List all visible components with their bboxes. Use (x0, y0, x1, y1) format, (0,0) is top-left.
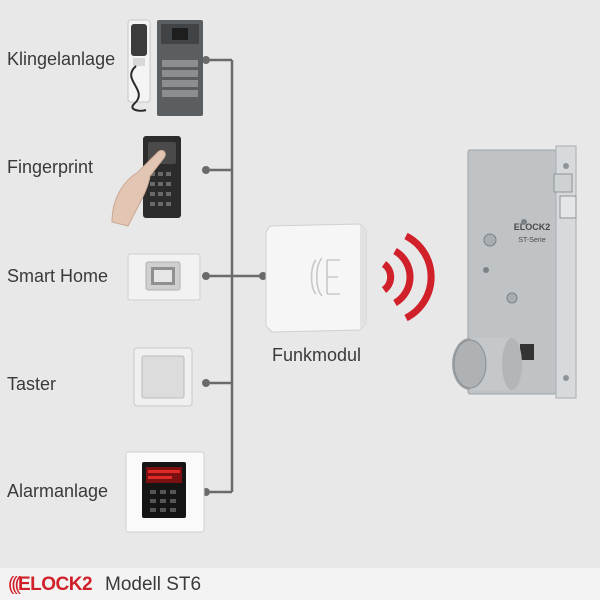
footer-brand-text: ELOCK2 (17, 574, 93, 595)
intercom-icon (127, 19, 203, 116)
device-label-taster: Taster (7, 374, 57, 394)
mortise-lock-icon (452, 145, 577, 399)
connection-dots (202, 56, 267, 496)
smart-home-switch-icon (127, 253, 201, 301)
device-label-klingelanlage: Klingelanlage (7, 49, 116, 69)
fingerprint-reader-icon (111, 136, 181, 227)
device-label-smart-home: Smart Home (7, 266, 109, 286)
radio-waves-icon (381, 232, 435, 322)
module-label: Funkmodul (272, 345, 362, 365)
push-button-icon (133, 347, 193, 407)
lock-brand-text: ELOCK2 (514, 222, 551, 232)
lock-series-text: ST-Serie (518, 237, 545, 244)
footer-brand-logo: (((ELOCK2 (8, 574, 93, 595)
device-label-fingerprint: Fingerprint (7, 157, 94, 177)
alarm-panel-icon (125, 451, 205, 533)
footer-model-text: Modell ST6 (105, 574, 202, 595)
device-label-alarmanlage: Alarmanlage (7, 481, 109, 501)
radio-module-icon (265, 223, 367, 333)
footer-bar: (((ELOCK2 Modell ST6 (0, 568, 600, 600)
connection-lines (210, 58, 262, 494)
